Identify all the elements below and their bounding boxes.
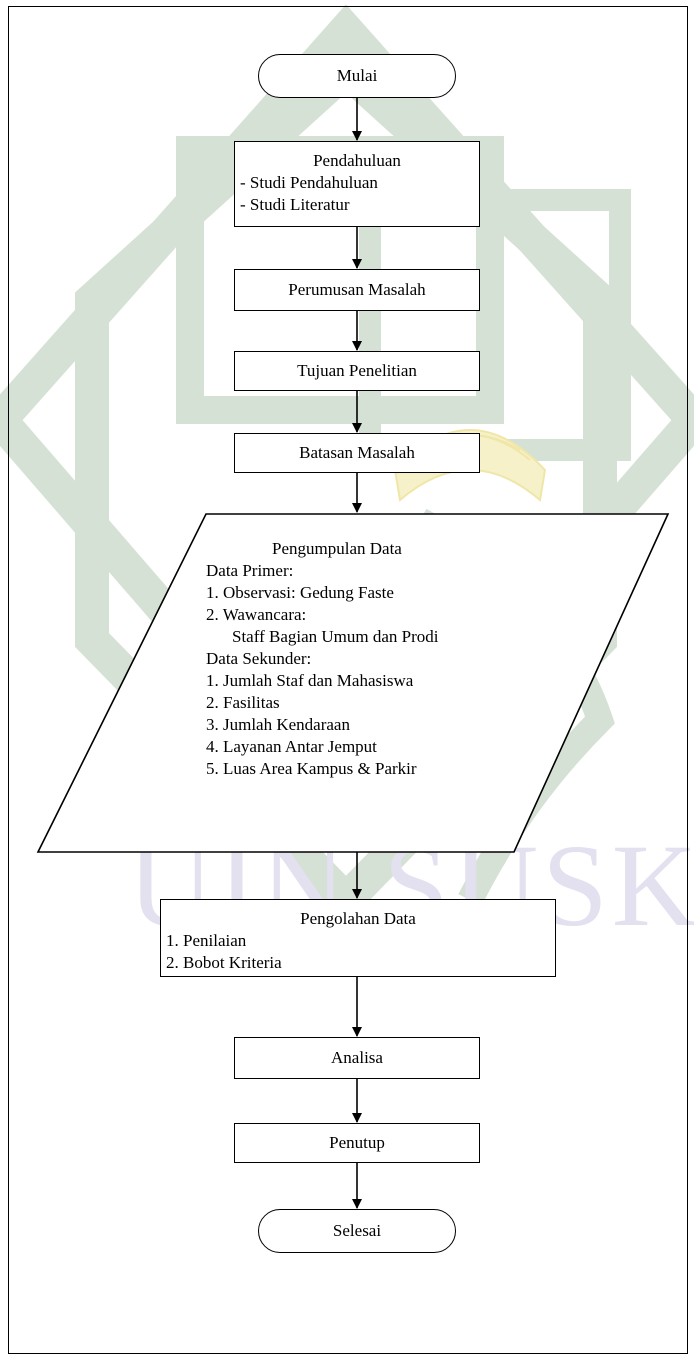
node-process-item: 1. Penilaian [166,931,247,950]
node-problem: Perumusan Masalah [234,269,480,311]
page-frame [8,6,688,1354]
node-end: Selesai [258,1209,456,1253]
node-start-label: Mulai [336,66,378,85]
node-collect-secondary-item: 5. Luas Area Kampus & Parkir [206,759,417,778]
node-goal-label: Tujuan Penelitian [297,361,417,380]
node-intro-title: Pendahuluan [313,151,401,170]
node-collect-secondary-item: 4. Layanan Antar Jemput [206,737,377,756]
node-collect: Pengumpulan Data Data Primer: 1. Observa… [206,538,506,780]
node-process-item: 2. Bobot Kriteria [166,953,282,972]
node-start: Mulai [258,54,456,98]
node-collect-shape [36,513,670,853]
node-end-label: Selesai [332,1221,382,1240]
node-collect-secondary-item: 3. Jumlah Kendaraan [206,715,350,734]
node-collect-title: Pengumpulan Data [272,539,402,558]
node-intro-item: - Studi Pendahuluan [240,173,378,192]
node-collect-secondary-item: 1. Jumlah Staf dan Mahasiswa [206,671,414,690]
node-analysis-label: Analisa [331,1048,383,1067]
node-collect-primary-item: 2. Wawancara: [206,605,307,624]
node-collect-primary-label: Data Primer: [206,561,294,580]
node-collect-primary-item: 1. Observasi: Gedung Faste [206,583,394,602]
node-process: Pengolahan Data 1. Penilaian 2. Bobot Kr… [160,899,556,977]
node-limits-label: Batasan Masalah [299,443,415,462]
node-analysis: Analisa [234,1037,480,1079]
node-goal: Tujuan Penelitian [234,351,480,391]
node-collect-secondary-item: 2. Fasilitas [206,693,280,712]
node-intro: Pendahuluan - Studi Pendahuluan - Studi … [234,141,480,227]
node-collect-secondary-label: Data Sekunder: [206,649,312,668]
node-close: Penutup [234,1123,480,1163]
node-process-title: Pengolahan Data [300,909,416,928]
node-close-label: Penutup [329,1133,385,1152]
node-problem-label: Perumusan Masalah [288,280,426,299]
node-intro-item: - Studi Literatur [240,195,350,214]
node-limits: Batasan Masalah [234,433,480,473]
node-collect-primary-sub: Staff Bagian Umum dan Prodi [232,627,439,646]
